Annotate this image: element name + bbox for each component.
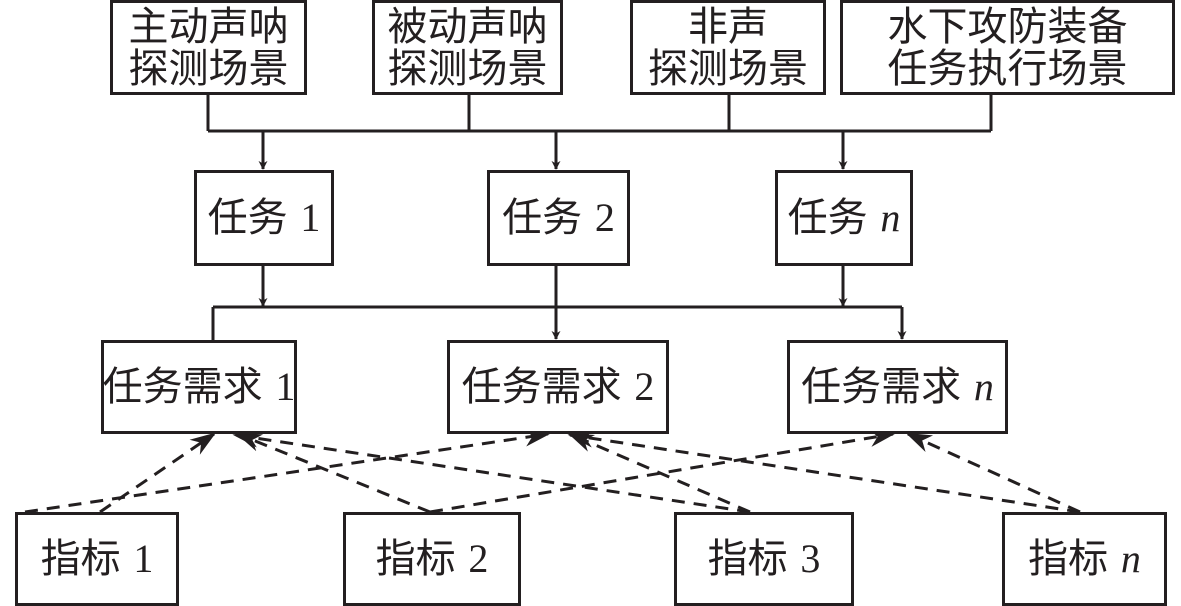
task-index: 2 — [594, 195, 615, 240]
task-label: 任务 — [207, 195, 288, 241]
task-box-n: 任务 n — [775, 170, 913, 266]
dashed-arrow-ind-n-to-req-n — [905, 432, 1081, 514]
dashed-arrow-ind-2-to-req-1 — [235, 432, 431, 514]
indicator-label: 指标 — [375, 536, 456, 582]
indicator-label: 指标 — [40, 536, 121, 582]
indicator-index: n — [1120, 536, 1141, 581]
requirement-index: n — [973, 364, 994, 409]
scenario-box-non-acoustic: 非声 探测场景 — [630, 0, 826, 95]
requirement-index: 1 — [275, 364, 296, 409]
indicator-index: 3 — [800, 536, 821, 581]
requirement-index: 2 — [634, 364, 655, 409]
scenario-text-line-1: 非声 — [688, 3, 768, 50]
dashed-arrow-ind-n-to-req-2 — [567, 429, 1081, 514]
indicator-label: 指标 — [707, 536, 788, 582]
requirement-label: 任务需求 — [102, 364, 263, 410]
scenario-text-line-1: 被动声呐 — [387, 3, 548, 50]
task-index: n — [880, 195, 901, 240]
indicator-box-2: 指标 2 — [343, 512, 521, 606]
scenario-text-line-2: 探测场景 — [387, 45, 548, 92]
scenario-text-line-2: 任务执行场景 — [887, 45, 1128, 92]
dashed-arrow-ind-1-to-req-2 — [24, 428, 551, 514]
task-label: 任务 — [502, 195, 583, 241]
requirement-box-1: 任务需求 1 — [101, 340, 297, 434]
task-box-2: 任务 2 — [487, 170, 630, 266]
indicator-box-3: 指标 3 — [674, 512, 854, 606]
indicator-index: 1 — [133, 536, 154, 581]
dashed-arrow-ind-3-to-req-1 — [232, 429, 751, 514]
dashed-arrow-ind-1-to-req-1 — [99, 432, 217, 514]
indicator-box-n: 指标 n — [1002, 512, 1167, 606]
task-index: 1 — [300, 195, 321, 240]
indicator-box-1: 指标 1 — [15, 512, 179, 606]
requirement-label: 任务需求 — [461, 364, 622, 410]
dashed-arrow-ind-3-to-req-2 — [567, 432, 751, 514]
dashed-arrow-ind-2-to-req-n — [429, 428, 896, 514]
task-label: 任务 — [787, 195, 868, 241]
scenario-text-line-2: 探测场景 — [128, 45, 289, 92]
task-box-1: 任务 1 — [194, 170, 334, 266]
scenario-box-active-sonar: 主动声呐 探测场景 — [110, 0, 307, 95]
scenario-box-passive-sonar: 被动声呐 探测场景 — [372, 0, 563, 95]
requirement-box-2: 任务需求 2 — [447, 340, 669, 434]
requirement-box-n: 任务需求 n — [787, 340, 1008, 434]
scenario-text-line-1: 主动声呐 — [128, 3, 289, 50]
indicator-label: 指标 — [1028, 536, 1109, 582]
scenario-text-line-2: 探测场景 — [648, 45, 808, 92]
indicator-index: 2 — [468, 536, 489, 581]
requirement-label: 任务需求 — [801, 364, 962, 410]
scenario-text-line-1: 水下攻防装备 — [887, 3, 1128, 50]
scenario-box-underwater-ops: 水下攻防装备 任务执行场景 — [840, 0, 1175, 95]
